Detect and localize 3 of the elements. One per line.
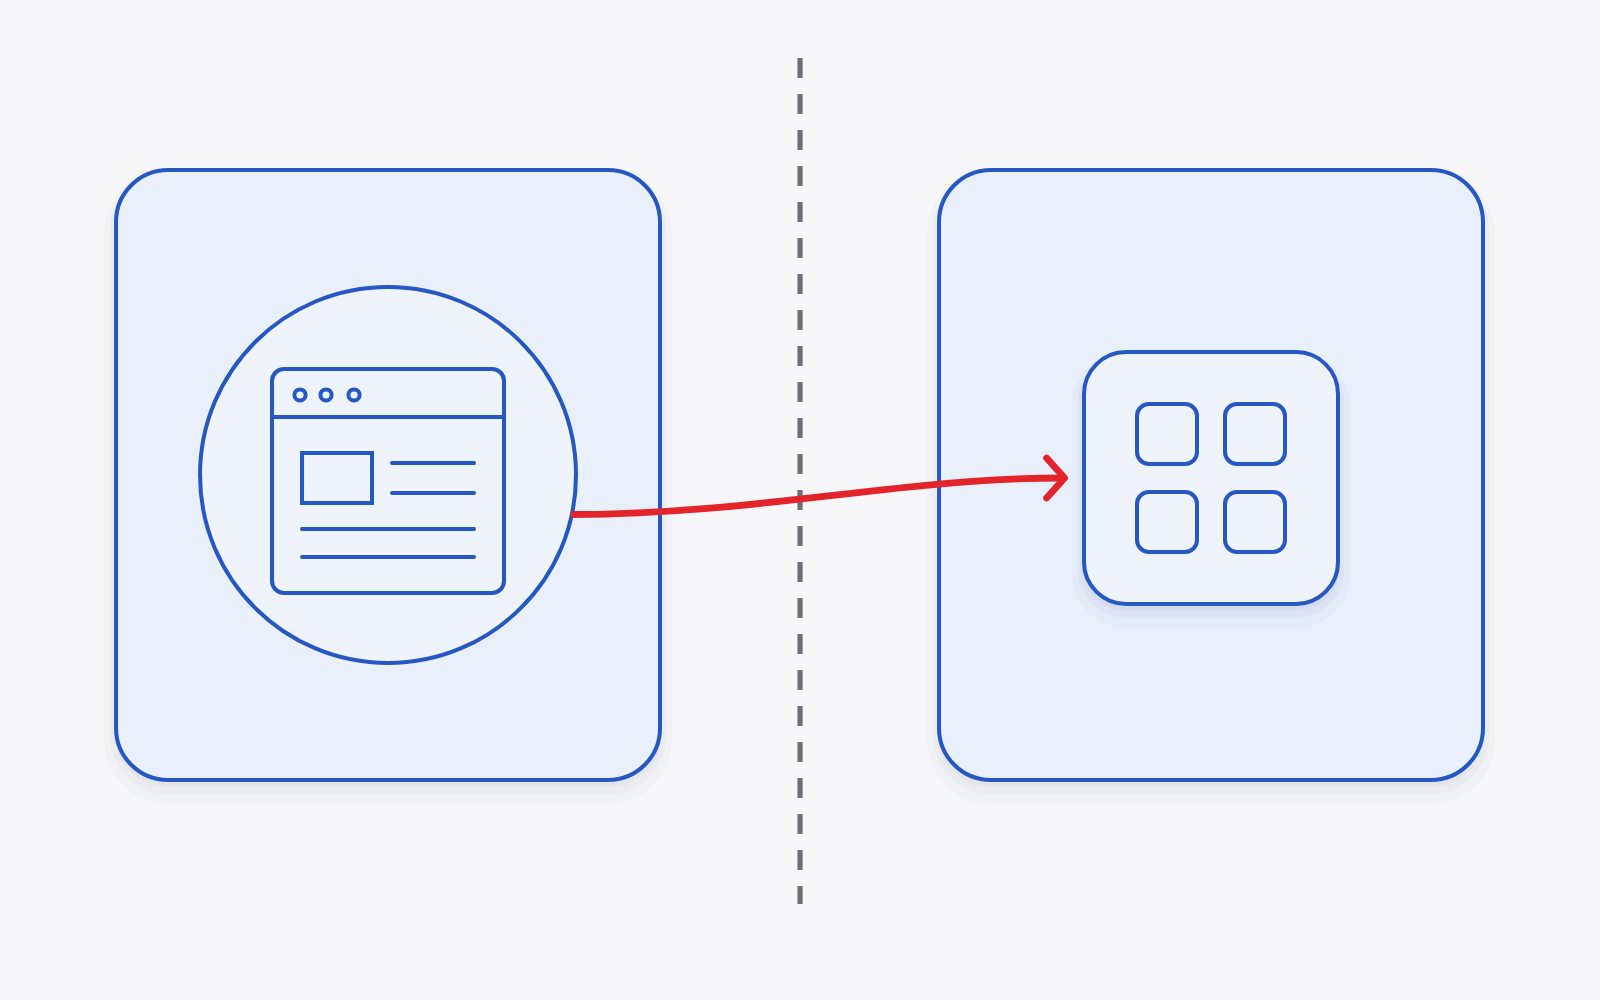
arrow [570, 454, 1068, 518]
icon-tile [1072, 350, 1350, 628]
icon-circle [198, 285, 578, 665]
